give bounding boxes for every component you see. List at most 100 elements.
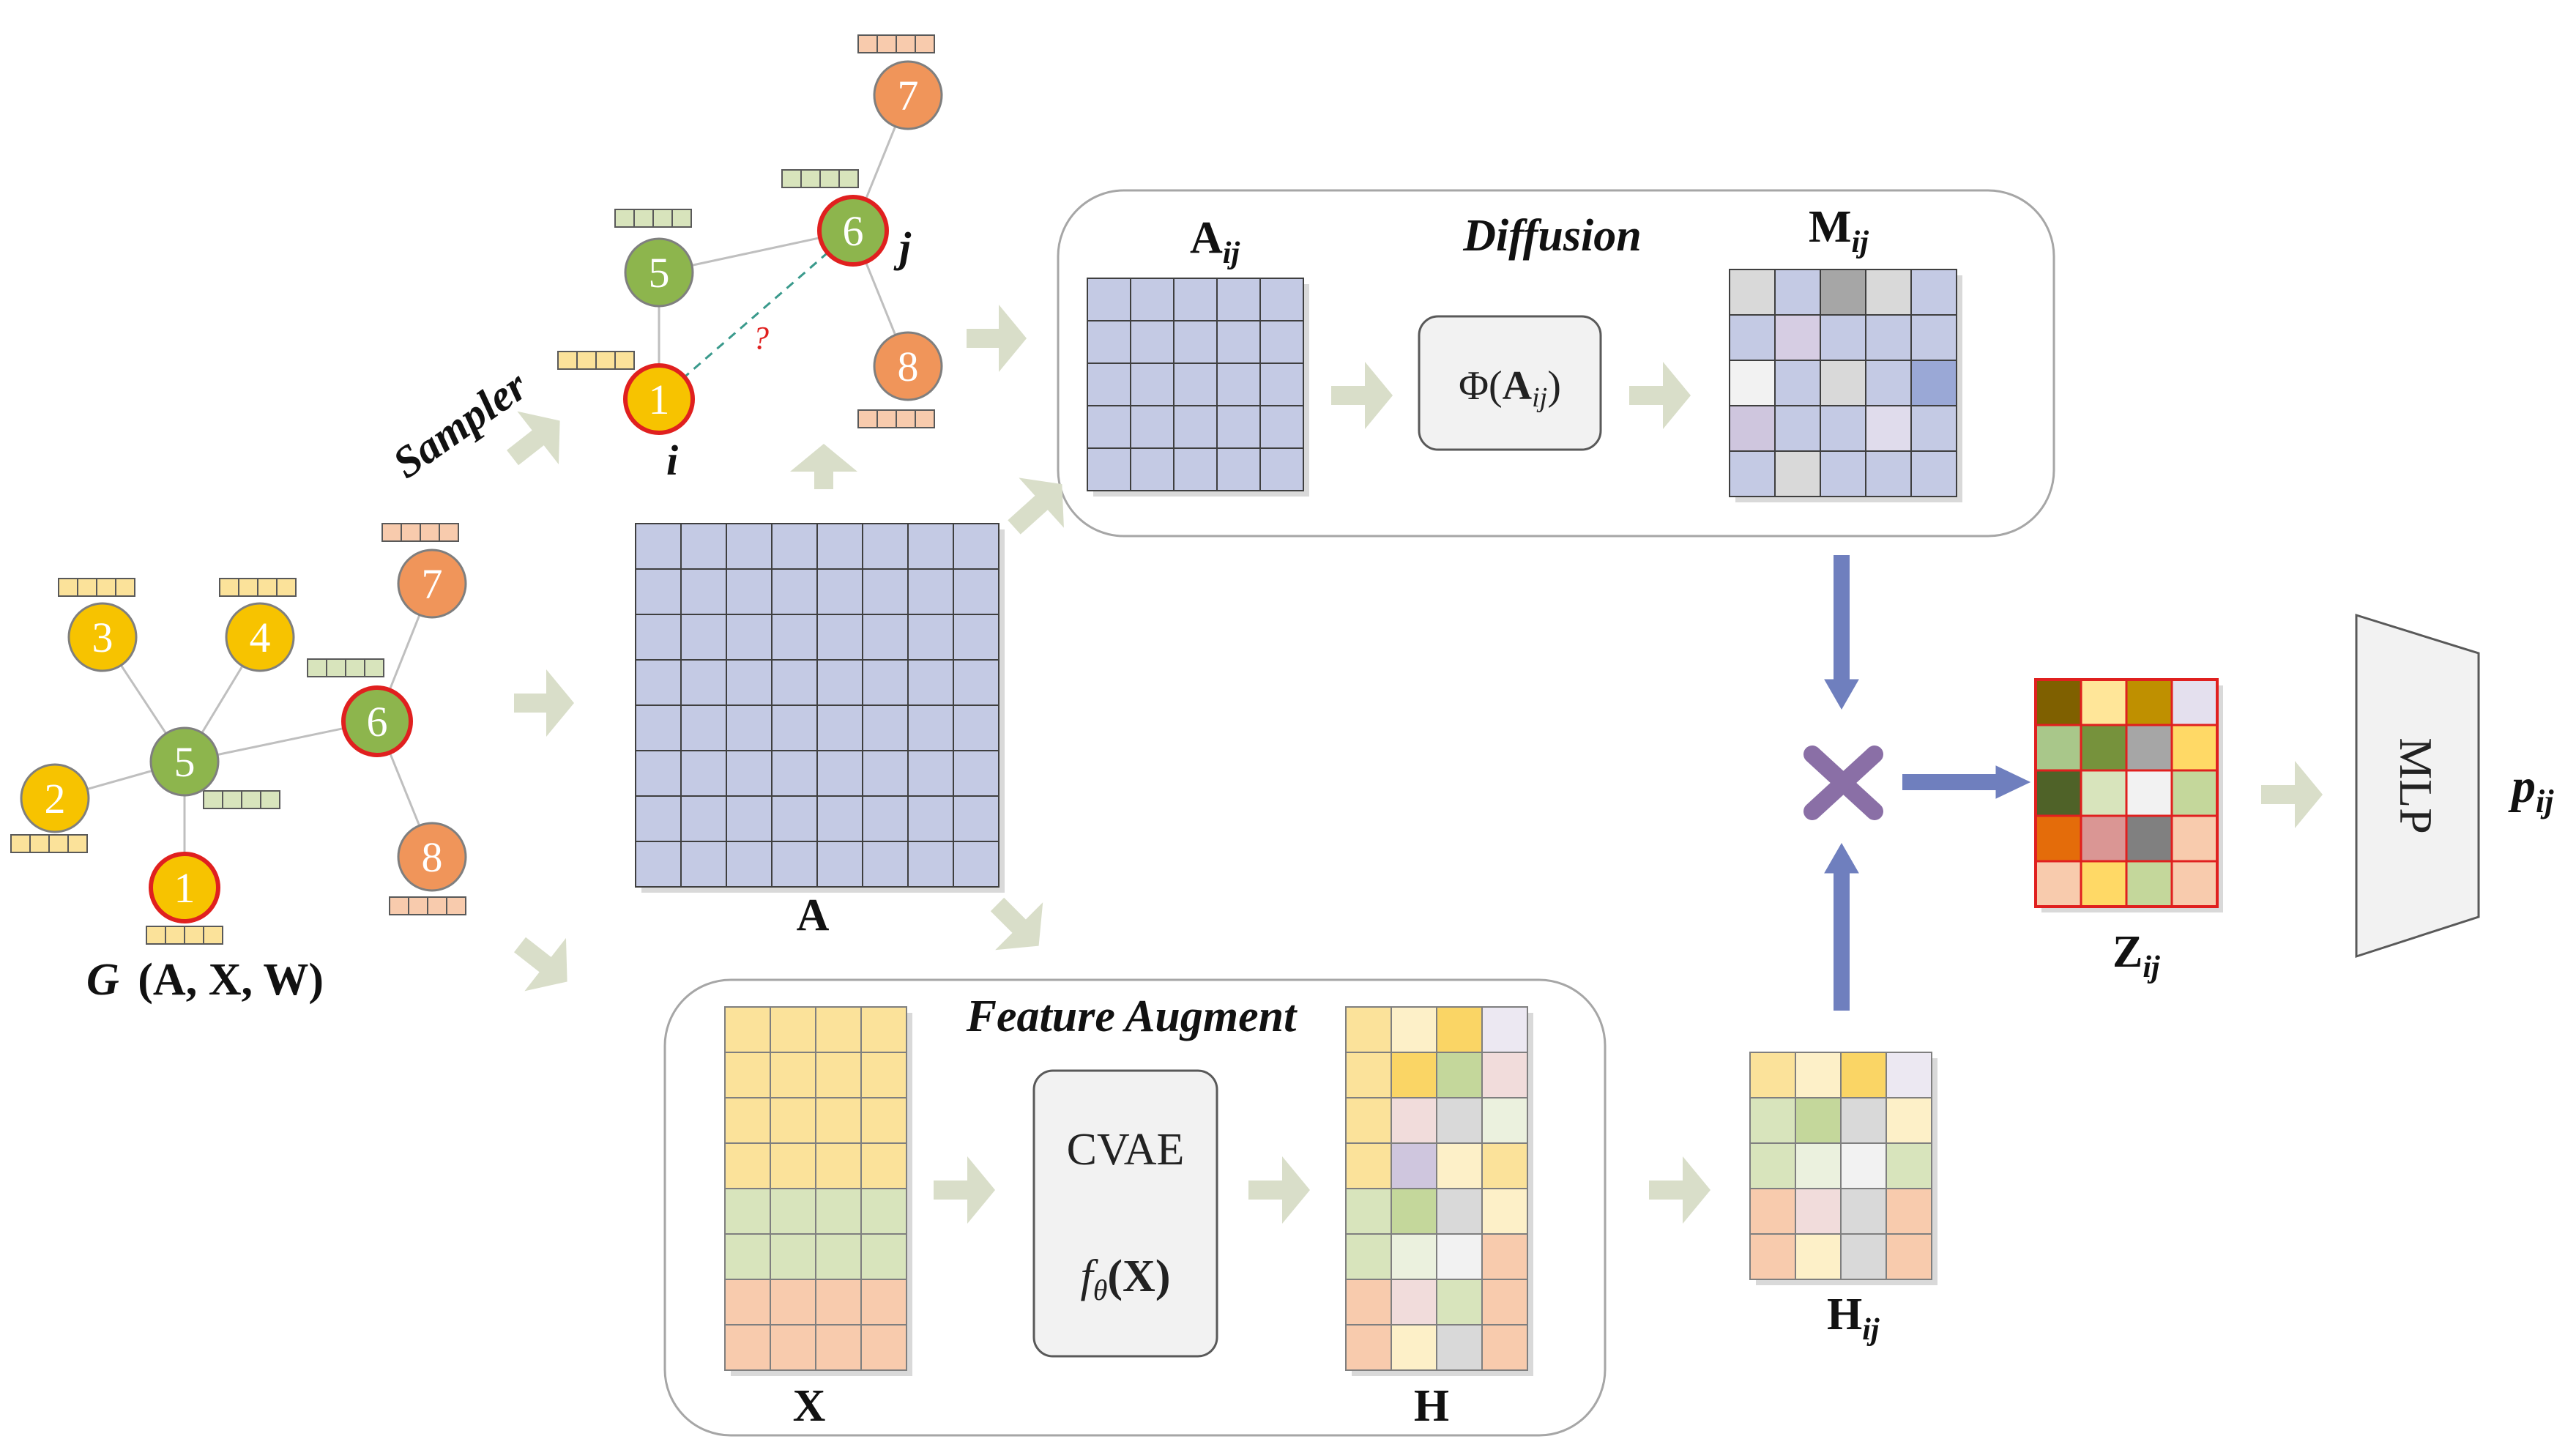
m-ij-matrix-cell	[1910, 450, 1957, 497]
adjacency-matrix-cell	[953, 523, 999, 570]
mlp-label: MLP	[2390, 737, 2442, 834]
subgraph-node-8-label: 8	[898, 343, 919, 390]
adjacency-matrix-cell	[862, 841, 909, 888]
subgraph-node-8: 8	[873, 331, 943, 401]
diffusion-title: Diffusion	[1462, 211, 1642, 261]
h-matrix-cell	[1436, 1279, 1483, 1326]
x-matrix-cell	[860, 1233, 907, 1280]
h-matrix	[1345, 1006, 1533, 1376]
x-matrix-cell	[815, 1279, 862, 1326]
adjacency-matrix-cell	[953, 568, 999, 615]
graph-node-3-label: 3	[92, 614, 113, 661]
x-matrix-cell	[815, 1324, 862, 1371]
h-matrix-cell	[1436, 1233, 1483, 1280]
m-ij-matrix-cell	[1820, 405, 1866, 452]
h-matrix-cell	[1481, 1006, 1528, 1053]
feature-bar	[10, 834, 88, 853]
x-matrix-cell	[770, 1006, 816, 1053]
adjacency-matrix-cell	[816, 795, 863, 842]
adjacency-matrix-cell	[953, 614, 999, 661]
adjacency-matrix-cell	[816, 568, 863, 615]
arrow-a-to-subgraph	[790, 444, 857, 489]
z-ij-matrix-cell	[2170, 814, 2219, 863]
adjacency-matrix-cell	[816, 704, 863, 751]
x-matrix-cell	[770, 1188, 816, 1235]
x-matrix-cell	[815, 1142, 862, 1189]
h-matrix-cell	[1345, 1097, 1392, 1144]
m-ij-matrix-cell	[1910, 269, 1957, 316]
h-matrix-cell	[1481, 1233, 1528, 1280]
adjacency-matrix-cell	[680, 795, 727, 842]
subgraph-node-1-label: 1	[649, 376, 670, 423]
adjacency-matrix-cell	[862, 704, 909, 751]
mlp-block	[2355, 613, 2480, 959]
a-ij-matrix-cell	[1216, 278, 1261, 321]
h-ij-matrix-cell	[1886, 1142, 1932, 1189]
a-ij-matrix-cell	[1087, 405, 1131, 449]
h-ij-matrix-cell	[1749, 1052, 1796, 1098]
m-ij-matrix-cell	[1910, 405, 1957, 452]
question-mark: ?	[753, 320, 769, 356]
phi-main: A	[1503, 363, 1533, 409]
z-ij-matrix-cell	[2034, 769, 2082, 817]
x-matrix-cell	[860, 1006, 907, 1053]
adjacency-matrix-cell	[953, 750, 999, 797]
graph-node-8: 8	[397, 822, 467, 892]
h-matrix-cell	[1391, 1324, 1437, 1371]
h-ij-matrix-cell	[1886, 1097, 1932, 1144]
x-matrix-cell	[770, 1279, 816, 1326]
graph-node-6-label: 6	[367, 698, 388, 746]
graph-node-1-label: 1	[174, 864, 196, 912]
m-ij-matrix-cell	[1910, 314, 1957, 361]
h-ij-matrix-cell	[1795, 1097, 1842, 1144]
graph-node-4: 4	[225, 602, 295, 672]
a-label: A	[797, 891, 830, 940]
graph-caption-rest: (A, X, W)	[138, 955, 324, 1005]
candidate-link	[658, 229, 854, 401]
cvae-box	[1032, 1069, 1218, 1358]
adjacency-matrix-cell	[862, 523, 909, 570]
x-matrix-cell	[860, 1279, 907, 1326]
z-ij-matrix-cell	[2080, 814, 2128, 863]
h-matrix-cell	[1345, 1006, 1392, 1053]
node-j-label: j	[893, 223, 912, 271]
h-matrix-cell	[1391, 1188, 1437, 1235]
m-ij-matrix-cell	[1729, 314, 1776, 361]
graph-node-4-label: 4	[250, 614, 271, 661]
graph-node-5: 5	[149, 726, 220, 797]
sampler-label: Sampler	[384, 361, 537, 488]
h-ij-matrix-cell	[1795, 1188, 1842, 1235]
adjacency-matrix-cell	[771, 750, 818, 797]
m-ij-matrix-cell	[1865, 405, 1912, 452]
x-matrix-cell	[770, 1233, 816, 1280]
adjacency-matrix-cell	[907, 659, 954, 706]
feature-bar	[781, 169, 859, 188]
graph-caption-g: G	[86, 955, 119, 1005]
adjacency-matrix-cell	[635, 704, 682, 751]
m-ij-matrix-cell	[1865, 269, 1912, 316]
x-matrix-cell	[724, 1324, 771, 1371]
feature-bar	[58, 578, 135, 597]
x-matrix-cell	[815, 1188, 862, 1235]
phi-label: Φ(Aij)	[1459, 363, 1561, 413]
z-ij-matrix-cell	[2080, 724, 2128, 772]
adjacency-matrix-cell	[816, 614, 863, 661]
adjacency-matrix-cell	[816, 750, 863, 797]
h-matrix-cell	[1481, 1052, 1528, 1098]
adjacency-matrix-cell	[907, 614, 954, 661]
x-matrix-cell	[724, 1279, 771, 1326]
adjacency-matrix-cell	[680, 614, 727, 661]
m-ij-matrix-cell	[1774, 405, 1821, 452]
m-ij-matrix-cell	[1774, 269, 1821, 316]
h-ij-matrix-cell	[1795, 1142, 1842, 1189]
adjacency-matrix-cell	[953, 795, 999, 842]
arrow-aij-to-phi	[1331, 362, 1393, 429]
a-ij-sub: ij	[1223, 237, 1240, 270]
feature-bar	[146, 926, 223, 945]
x-matrix-cell	[770, 1052, 816, 1098]
x-matrix-cell	[770, 1097, 816, 1144]
graph-node-2: 2	[20, 763, 90, 833]
p-ij-main: p	[2508, 759, 2536, 813]
